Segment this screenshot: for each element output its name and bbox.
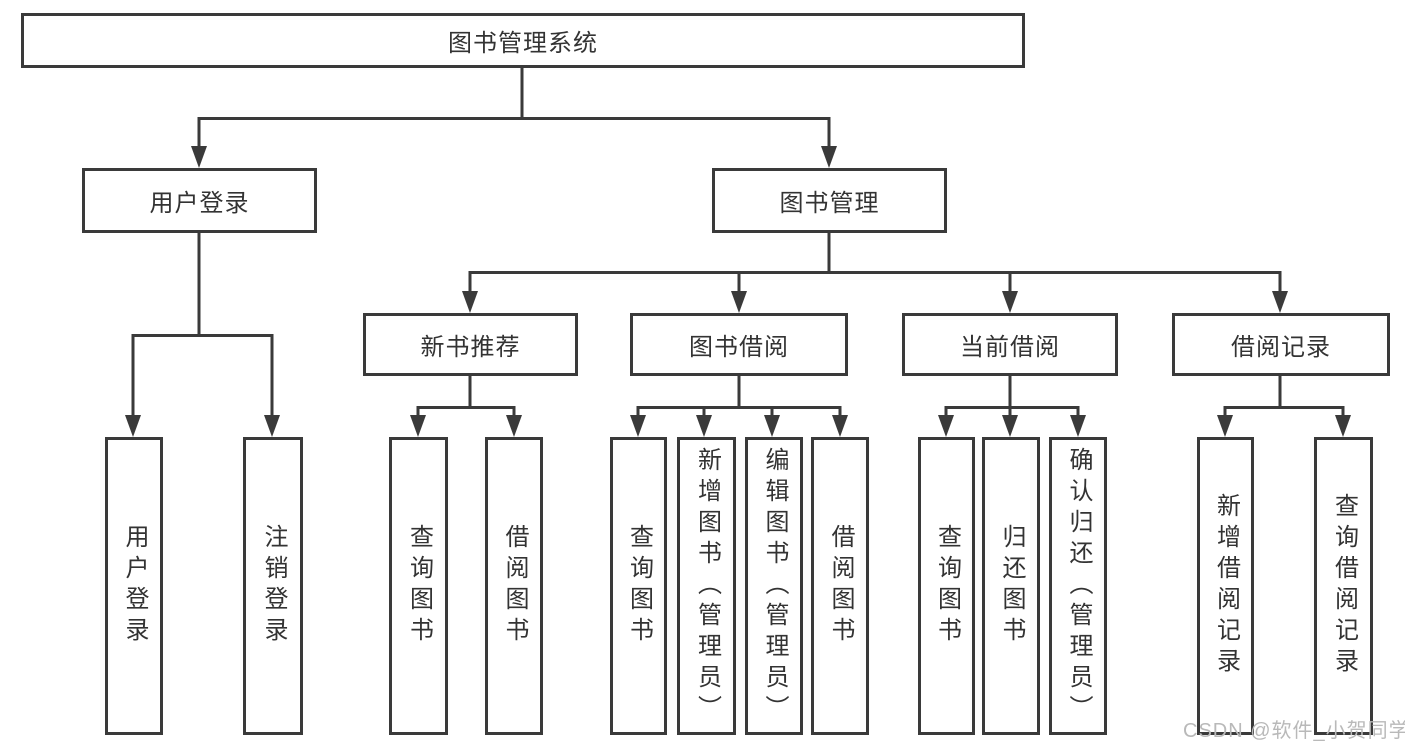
- arrow-icon: [1272, 291, 1288, 313]
- arrow-icon: [832, 415, 848, 437]
- arrow-icon: [731, 291, 747, 313]
- node-user-login: 用户登录: [105, 437, 163, 735]
- node-query-borrow-record: 查询借阅记录: [1314, 437, 1373, 735]
- node-book-management: 图书管理: [712, 168, 947, 233]
- node-borrow-books-2-label: 借阅图书: [827, 524, 854, 648]
- node-query-books-2: 查询图书: [610, 437, 667, 735]
- node-login-label: 用户登录: [149, 190, 250, 217]
- arrow-icon: [1070, 415, 1086, 437]
- arrow-icon: [191, 146, 207, 168]
- arrow-icon: [462, 291, 478, 313]
- arrow-icon: [764, 415, 780, 437]
- node-borrow-books-2: 借阅图书: [811, 437, 869, 735]
- node-return-books-label: 归还图书: [998, 524, 1025, 648]
- node-edit-books: 编辑图书（管理员）: [745, 437, 803, 735]
- arrow-icon: [1002, 291, 1018, 313]
- node-book-borrow: 图书借阅: [630, 313, 848, 376]
- node-logout-label: 注销登录: [260, 524, 287, 648]
- node-add-borrow-record: 新增借阅记录: [1197, 437, 1254, 735]
- arrow-icon: [410, 415, 426, 437]
- node-confirm-return: 确认归还（管理员）: [1049, 437, 1107, 735]
- connector-level3-bar: [468, 271, 1282, 300]
- node-borrow-books-1: 借阅图书: [485, 437, 543, 735]
- node-borrow-books-1-label: 借阅图书: [501, 524, 528, 648]
- node-query-borrow-record-label: 查询借阅记录: [1330, 493, 1358, 679]
- node-book-borrow-label: 图书借阅: [689, 334, 789, 361]
- node-query-books-3: 查询图书: [918, 437, 975, 735]
- arrow-icon: [1335, 415, 1351, 437]
- node-confirm-return-label: 确认归还（管理员）: [1065, 446, 1092, 726]
- node-login: 用户登录: [82, 168, 317, 233]
- connector-login-bar: [131, 334, 274, 425]
- node-borrow-records: 借阅记录: [1172, 313, 1390, 376]
- arrow-icon: [264, 415, 280, 437]
- node-query-books-1: 查询图书: [389, 437, 448, 735]
- node-system: 图书管理系统: [21, 13, 1025, 68]
- node-system-label: 图书管理系统: [448, 30, 598, 57]
- arrow-icon: [821, 146, 837, 168]
- watermark: CSDN @软件_小贺同学: [1183, 720, 1405, 742]
- node-add-books-label: 新增图书（管理员）: [693, 446, 721, 726]
- node-current-borrow-label: 当前借阅: [960, 334, 1060, 361]
- node-query-books-2-label: 查询图书: [625, 524, 653, 648]
- node-new-book-recommend-label: 新书推荐: [420, 334, 521, 361]
- node-add-books: 新增图书（管理员）: [677, 437, 736, 735]
- node-add-borrow-record-label: 新增借阅记录: [1212, 493, 1240, 679]
- node-user-login-label: 用户登录: [121, 524, 148, 648]
- arrowheads: [125, 146, 1351, 437]
- node-return-books: 归还图书: [982, 437, 1040, 735]
- arrow-icon: [696, 415, 712, 437]
- arrow-icon: [125, 415, 141, 437]
- connector-records-bar: [1223, 406, 1345, 425]
- node-query-books-3-label: 查询图书: [933, 524, 961, 648]
- node-current-borrow: 当前借阅: [902, 313, 1118, 376]
- arrow-icon: [1002, 415, 1018, 437]
- connector-recommend-bar: [416, 406, 516, 425]
- node-query-books-1-label: 查询图书: [405, 524, 433, 648]
- node-new-book-recommend: 新书推荐: [363, 313, 578, 376]
- connector-borrow-bar: [636, 406, 842, 425]
- node-edit-books-label: 编辑图书（管理员）: [761, 446, 788, 726]
- node-logout: 注销登录: [243, 437, 303, 735]
- arrow-icon: [938, 415, 954, 437]
- arrow-icon: [506, 415, 522, 437]
- connector-level2-bar: [197, 117, 831, 155]
- node-borrow-records-label: 借阅记录: [1231, 334, 1331, 361]
- arrow-icon: [630, 415, 646, 437]
- node-book-management-label: 图书管理: [779, 190, 880, 217]
- arrow-icon: [1217, 415, 1233, 437]
